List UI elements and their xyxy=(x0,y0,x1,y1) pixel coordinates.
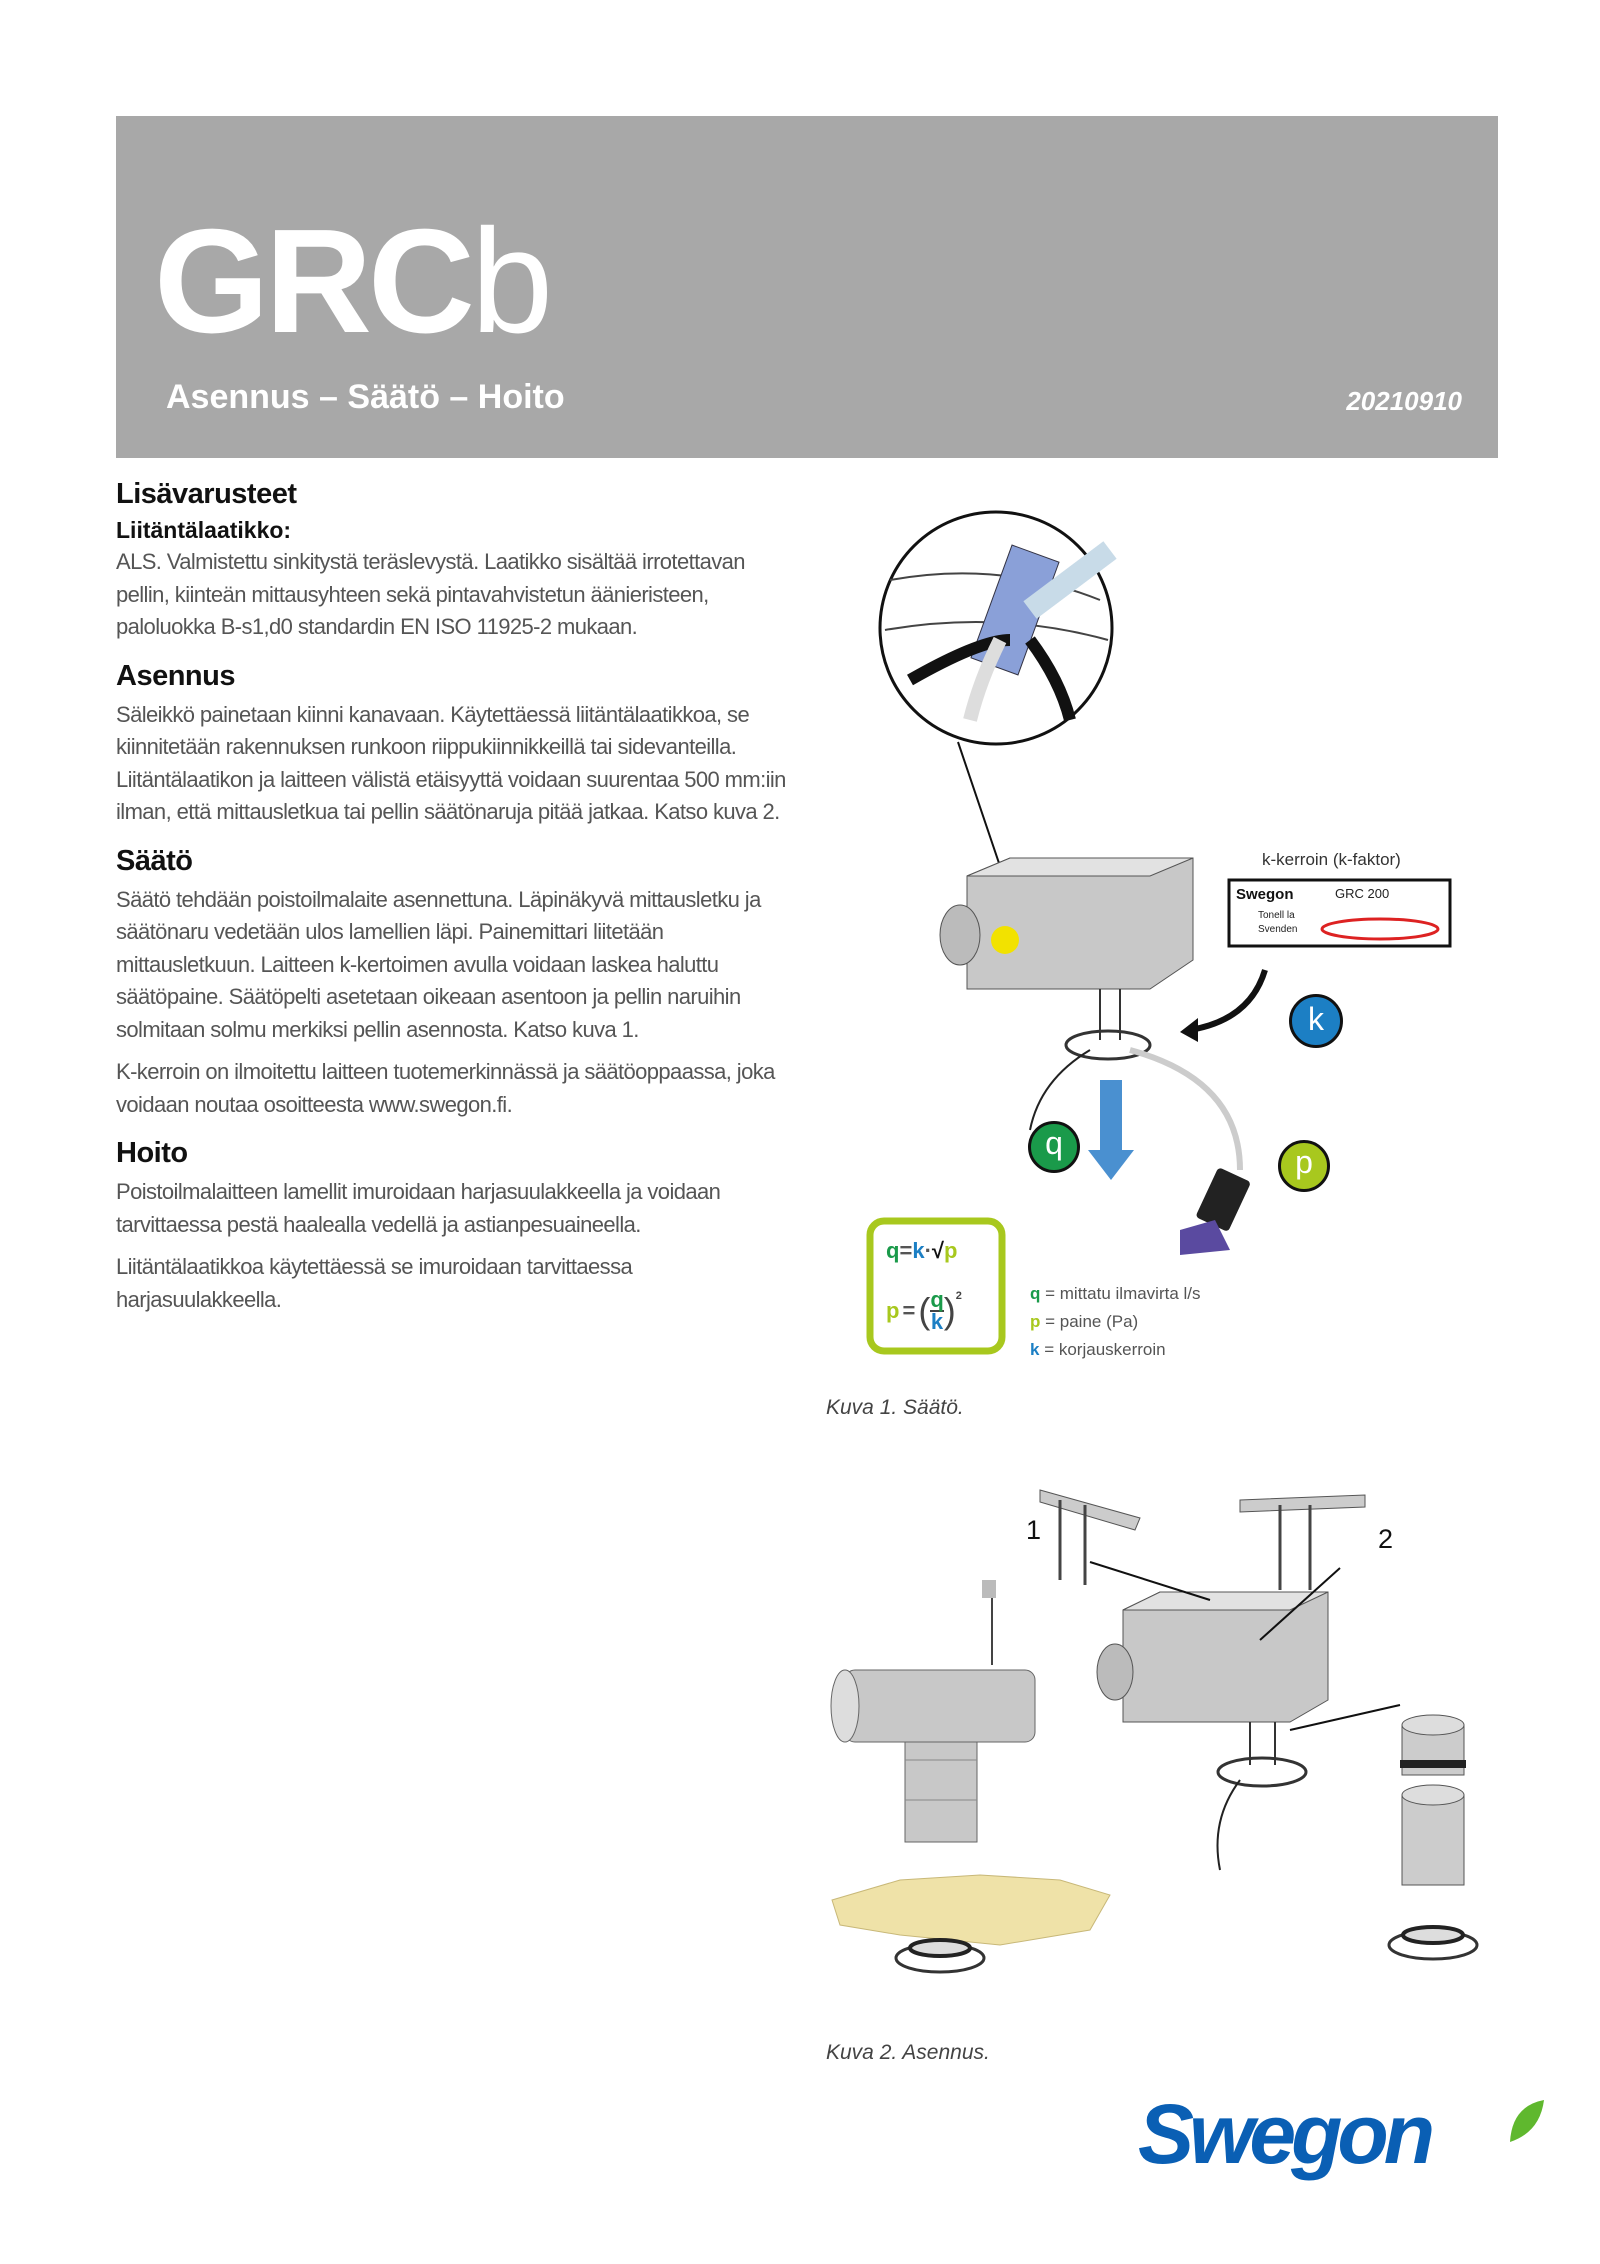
k-factor-label: k-kerroin (k-faktor) xyxy=(1262,850,1401,869)
section-adjustment: Säätö Säätö tehdään poistoilmalaite asen… xyxy=(116,845,796,1122)
badge-q: q xyxy=(1028,1121,1080,1173)
document-subtitle: Asennus – Säätö – Hoito xyxy=(166,378,565,416)
figure2-caption: Kuva 2. Asennus. xyxy=(826,2041,990,2064)
formula-flow: q=k·√p xyxy=(886,1238,958,1263)
header-banner: GRCb Asennus – Säätö – Hoito 20210910 xyxy=(116,116,1498,458)
paragraph-installation: Säleikkö painetaan kiinni kanavaan. Käyt… xyxy=(116,701,786,825)
paragraph-maintenance-2: Liitäntälaatikkoa käytettäessä se imuroi… xyxy=(116,1254,633,1312)
heading-installation: Asennus xyxy=(116,659,235,692)
legend-item: q = mittatu ilmavirta l/s xyxy=(1030,1284,1201,1303)
duct-spigot-icon xyxy=(1387,1714,1479,1961)
badge-k: k xyxy=(1289,994,1343,1048)
badge-p: p xyxy=(1278,1140,1330,1192)
paragraph-maintenance-1: Poistoilmalaitteen lamellit imuroidaan h… xyxy=(116,1179,721,1237)
leaf-icon xyxy=(1510,2100,1544,2142)
callout-1: 1 xyxy=(1026,1515,1042,1545)
subheading-connection-box: Liitäntälaatikko: xyxy=(116,517,292,543)
heading-adjustment: Säätö xyxy=(116,844,193,877)
plate-line1: Tonell la xyxy=(1258,910,1295,921)
airflow-arrow-icon xyxy=(1088,1080,1134,1180)
plate-model: GRC 200 xyxy=(1335,886,1390,901)
paragraph-accessories: ALS. Valmistettu sinkitystä teräslevystä… xyxy=(116,549,746,639)
section-maintenance: Hoito Poistoilmalaitteen lamellit imuroi… xyxy=(116,1137,796,1316)
plate-brand: Swegon xyxy=(1236,886,1294,903)
product-title: GRCb xyxy=(154,199,553,364)
ceiling-hanger-icon xyxy=(1039,1489,1366,1590)
plate-line2: Svenden xyxy=(1258,924,1298,935)
exhaust-device-icon xyxy=(939,857,1243,1171)
formula-box xyxy=(866,1217,1006,1355)
detail-magnifier-icon xyxy=(878,510,1117,941)
formula-legend: q = mittatu ilmavirta l/s p = paine (Pa)… xyxy=(1030,1280,1201,1364)
document-date: 20210910 xyxy=(1346,386,1462,416)
ceiling-panel-icon xyxy=(831,1874,1111,1974)
legend-item: k = korjauskerroin xyxy=(1030,1340,1166,1359)
callout-2: 2 xyxy=(1378,1524,1394,1554)
legend-item: p = paine (Pa) xyxy=(1030,1312,1139,1331)
section-accessories: Lisävarusteet Liitäntälaatikko: ALS. Val… xyxy=(116,478,796,644)
paragraph-adjustment-2: K-kerroin on ilmoitettu laitteen tuoteme… xyxy=(116,1059,775,1117)
paragraph-adjustment-1: Säätö tehdään poistoilmalaite asennettun… xyxy=(116,886,761,1042)
swegon-logo: Swegon xyxy=(1138,2086,1544,2183)
device-box-icon xyxy=(1089,1561,1401,1871)
text-column: Lisävarusteet Liitäntälaatikko: ALS. Val… xyxy=(116,478,796,1332)
section-installation: Asennus Säleikkö painetaan kiinni kanava… xyxy=(116,660,796,829)
pressure-meter-icon xyxy=(1180,1168,1250,1255)
heading-maintenance: Hoito xyxy=(116,1137,188,1169)
figure1-caption: Kuva 1. Säätö. xyxy=(826,1396,964,1419)
t-duct-icon xyxy=(830,1580,1036,1843)
heading-accessories: Lisävarusteet xyxy=(116,478,297,510)
pointer-arrow-icon xyxy=(1189,969,1268,1033)
